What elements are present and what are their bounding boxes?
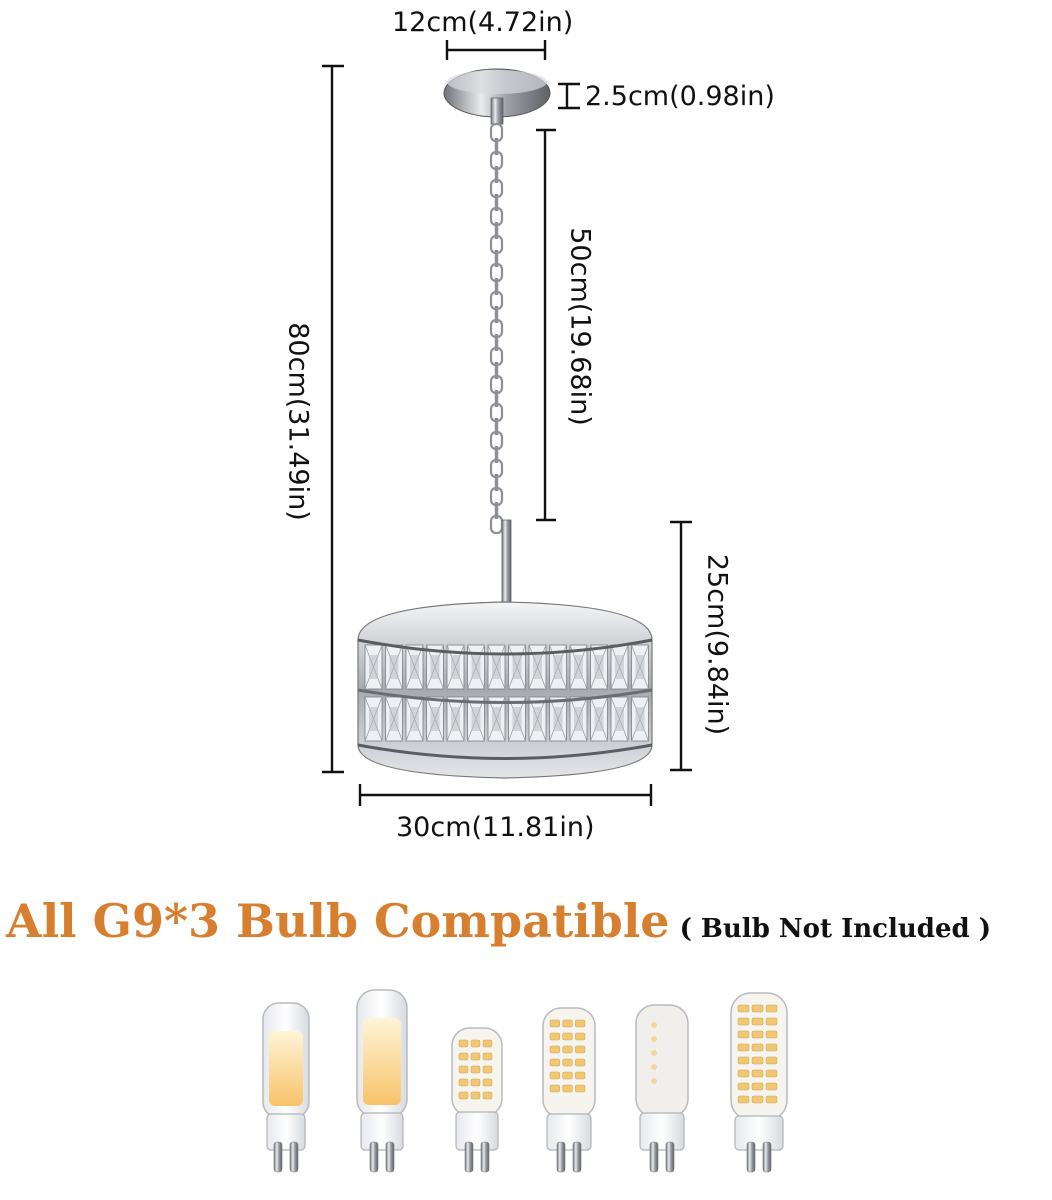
bulb-2: [356, 989, 408, 1173]
hanging-chain: [489, 122, 504, 535]
chain-length-label: 50cm(19.68in): [564, 227, 596, 426]
dimension-lines: [322, 40, 692, 806]
shade-height-label: 25cm(9.84in): [701, 553, 733, 736]
crystal-drum-shade: [357, 601, 653, 779]
canopy-height-label: 2.5cm(0.98in): [585, 81, 775, 112]
bulb-3: [451, 1027, 503, 1173]
bulb-1: [262, 1002, 310, 1173]
bulb-6: [730, 992, 788, 1173]
shade-width-label: 30cm(11.81in): [396, 812, 595, 843]
bulb-4: [542, 1007, 596, 1173]
canopy-width-label: 12cm(4.72in): [392, 7, 574, 38]
bulb-row: [262, 989, 788, 1173]
headline-main: All G9*3 Bulb Compatible: [6, 894, 670, 948]
bulb-5: [635, 1004, 689, 1173]
headline-note: ( Bulb Not Included ): [679, 914, 992, 944]
total-height-label: 80cm(31.49in): [282, 322, 314, 521]
bulb-compatibility-headline: All G9*3 Bulb Compatible( Bulb Not Inclu…: [6, 898, 991, 944]
ceiling-canopy: [443, 68, 551, 125]
